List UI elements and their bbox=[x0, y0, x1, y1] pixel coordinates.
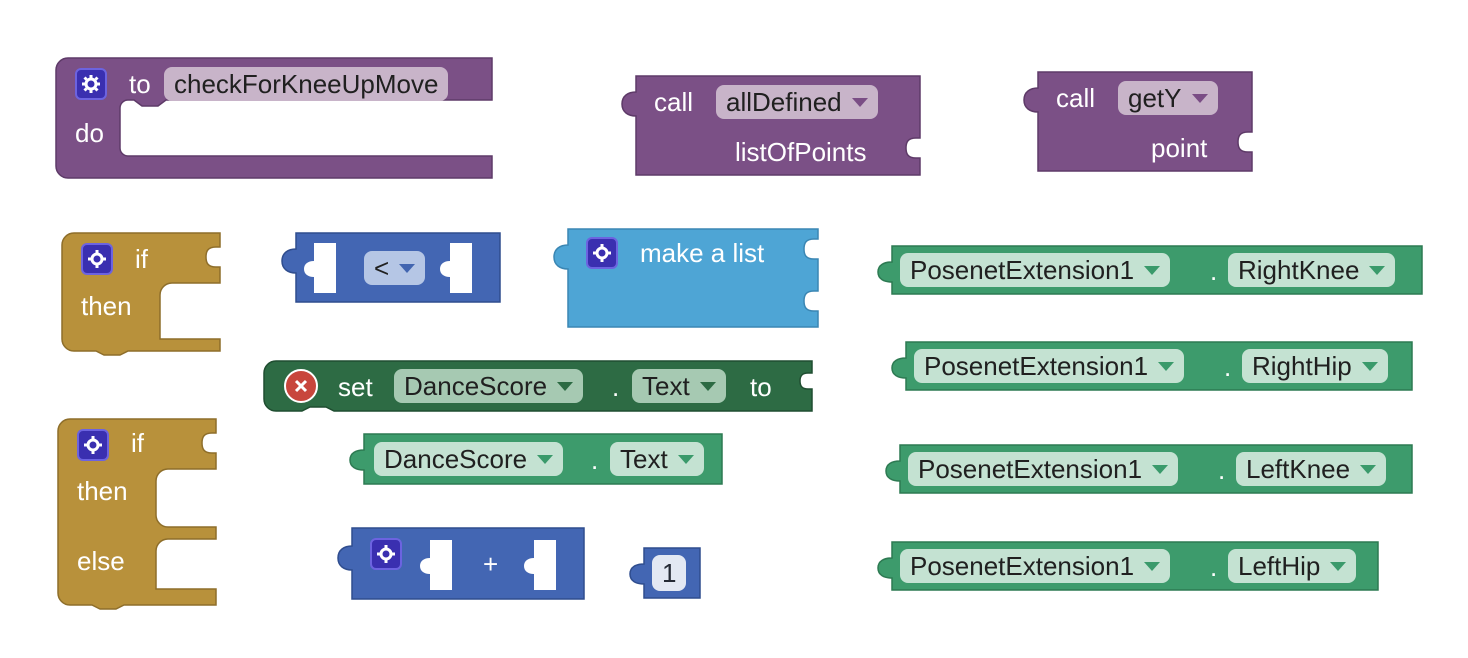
procedure-select-dropdown[interactable]: allDefined bbox=[716, 85, 878, 119]
operator-value: < bbox=[374, 252, 390, 283]
property-dropdown[interactable]: LeftKnee bbox=[1236, 452, 1387, 486]
component-value: DanceScore bbox=[384, 443, 528, 474]
mutator-gear-icon[interactable] bbox=[77, 429, 109, 461]
property-dropdown[interactable]: RightHip bbox=[1242, 349, 1388, 383]
posenet-right-hip-block[interactable]: PosenetExtension1 . RightHip bbox=[888, 341, 1414, 392]
component-value: PosenetExtension1 bbox=[918, 453, 1143, 484]
dot-label: . bbox=[591, 445, 599, 475]
chevron-down-icon bbox=[1360, 464, 1377, 474]
property-dropdown[interactable]: Text bbox=[632, 369, 726, 403]
to-label: to bbox=[750, 372, 772, 402]
make-list-label: make a list bbox=[640, 238, 765, 268]
property-dropdown[interactable]: Text bbox=[610, 442, 704, 476]
number-field[interactable]: 1 bbox=[652, 555, 687, 591]
mutator-gear-icon[interactable] bbox=[370, 538, 402, 570]
component-dropdown[interactable]: DanceScore bbox=[374, 442, 564, 476]
plus-label: + bbox=[483, 549, 499, 579]
procedure-select-value: allDefined bbox=[726, 86, 842, 117]
set-label: set bbox=[338, 372, 373, 402]
chevron-down-icon bbox=[699, 381, 716, 391]
property-value: RightHip bbox=[1252, 350, 1352, 381]
do-label: do bbox=[75, 118, 104, 148]
property-value: Text bbox=[642, 370, 690, 401]
property-dropdown[interactable]: RightKnee bbox=[1228, 253, 1396, 287]
posenet-left-knee-block[interactable]: PosenetExtension1 . LeftKnee bbox=[882, 444, 1414, 495]
mutator-gear-icon[interactable] bbox=[586, 237, 618, 269]
component-dropdown[interactable]: PosenetExtension1 bbox=[908, 452, 1179, 486]
property-value: Text bbox=[620, 443, 668, 474]
posenet-right-knee-block[interactable]: PosenetExtension1 . RightKnee bbox=[874, 245, 1424, 296]
property-value: LeftKnee bbox=[1246, 453, 1351, 484]
chevron-down-icon bbox=[851, 97, 868, 107]
dot-label: . bbox=[612, 372, 620, 402]
chevron-down-icon bbox=[1152, 464, 1169, 474]
component-dropdown[interactable]: PosenetExtension1 bbox=[914, 349, 1185, 383]
if-else-block[interactable]: if then else bbox=[57, 418, 218, 611]
chevron-down-icon bbox=[537, 454, 554, 464]
error-icon bbox=[284, 369, 318, 403]
if-label: if bbox=[131, 428, 144, 458]
dot-label: . bbox=[1210, 256, 1218, 286]
chevron-down-icon bbox=[1144, 265, 1161, 275]
component-dropdown[interactable]: DanceScore bbox=[394, 369, 584, 403]
dot-label: . bbox=[1224, 352, 1232, 382]
call-get-y-block[interactable]: call getY point bbox=[1020, 71, 1254, 172]
chevron-down-icon bbox=[1361, 361, 1378, 371]
property-value: LeftHip bbox=[1238, 550, 1321, 581]
posenet-left-hip-block[interactable]: PosenetExtension1 . LeftHip bbox=[874, 541, 1380, 592]
addition-block[interactable]: + bbox=[334, 527, 586, 600]
operator-dropdown[interactable]: < bbox=[364, 251, 426, 285]
compare-block[interactable]: < bbox=[278, 232, 502, 303]
if-label: if bbox=[135, 244, 148, 274]
chevron-down-icon bbox=[677, 454, 694, 464]
component-value: PosenetExtension1 bbox=[924, 350, 1149, 381]
mutator-gear-icon[interactable] bbox=[81, 243, 113, 275]
dot-label: . bbox=[1210, 552, 1218, 582]
component-dropdown[interactable]: PosenetExtension1 bbox=[900, 253, 1171, 287]
component-value: PosenetExtension1 bbox=[910, 254, 1135, 285]
param-label: point bbox=[1151, 133, 1208, 163]
mutator-gear-icon[interactable] bbox=[75, 68, 107, 100]
property-value: RightKnee bbox=[1238, 254, 1360, 285]
to-label: to bbox=[129, 69, 151, 99]
number-block[interactable]: 1 bbox=[626, 547, 702, 600]
procedure-select-dropdown[interactable]: getY bbox=[1118, 81, 1218, 115]
then-label: then bbox=[77, 476, 128, 506]
component-dropdown[interactable]: PosenetExtension1 bbox=[900, 549, 1171, 583]
procedure-name-field[interactable]: checkForKneeUpMove bbox=[164, 67, 449, 101]
set-property-block[interactable]: set DanceScore . Text to bbox=[263, 360, 814, 413]
procedure-definition-block[interactable]: to checkForKneeUpMove do bbox=[55, 57, 496, 180]
param-label: listOfPoints bbox=[735, 137, 867, 167]
chevron-down-icon bbox=[1144, 561, 1161, 571]
call-all-defined-block[interactable]: call allDefined listOfPoints bbox=[618, 75, 922, 176]
if-block[interactable]: if then bbox=[61, 232, 222, 356]
property-getter-block[interactable]: DanceScore . Text bbox=[346, 433, 724, 486]
call-label: call bbox=[1056, 83, 1096, 113]
component-value: DanceScore bbox=[404, 370, 548, 401]
then-label: then bbox=[81, 291, 132, 321]
chevron-down-icon bbox=[1369, 265, 1386, 275]
make-a-list-block[interactable]: make a list bbox=[550, 228, 820, 329]
chevron-down-icon bbox=[1158, 361, 1175, 371]
else-label: else bbox=[77, 546, 125, 576]
dot-label: . bbox=[1218, 455, 1226, 485]
chevron-down-icon bbox=[1330, 561, 1347, 571]
call-label: call bbox=[654, 87, 694, 117]
component-value: PosenetExtension1 bbox=[910, 550, 1135, 581]
chevron-down-icon bbox=[557, 381, 574, 391]
procedure-select-value: getY bbox=[1128, 82, 1182, 113]
chevron-down-icon bbox=[1191, 93, 1208, 103]
chevron-down-icon bbox=[399, 263, 416, 273]
property-dropdown[interactable]: LeftHip bbox=[1228, 549, 1357, 583]
